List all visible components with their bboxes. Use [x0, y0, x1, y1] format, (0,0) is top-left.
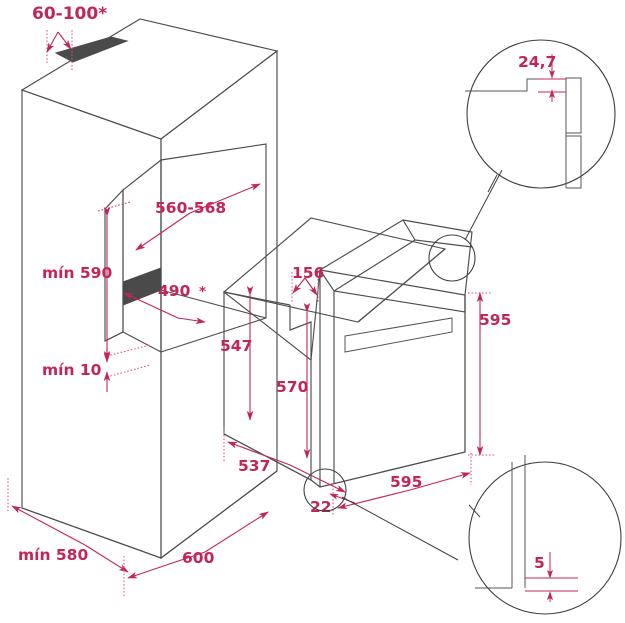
label-490-asterisk: * [199, 284, 206, 300]
dim-595-horizontal-b [337, 489, 411, 510]
niche-back-bottom [122, 331, 162, 353]
ext-min10-a [106, 344, 151, 357]
detail-leader-bottom [341, 496, 459, 561]
label-600: 600 [182, 549, 215, 567]
oven-notch-2 [223, 291, 291, 306]
label-detail-bottom: 5 [534, 554, 545, 572]
dim-opening-depth-2 [189, 183, 261, 214]
oven-body-back-right [357, 248, 446, 323]
detail-circle-bottom [468, 461, 622, 615]
detail-leader-top [464, 169, 503, 241]
label-570: 570 [276, 378, 309, 396]
dim-600-2 [204, 511, 269, 553]
niche-floor-strip [122, 267, 162, 306]
dim-600 [127, 551, 206, 579]
dim-595-horizontal [409, 472, 471, 491]
detail-top-panel-2 [566, 135, 582, 189]
label-156: 156 [292, 264, 324, 282]
cabinet-right-face [160, 49, 278, 560]
dim-537-2 [289, 464, 346, 493]
oven-assembly [222, 217, 473, 488]
ext-min10-b [106, 364, 151, 378]
dim-156-2 [304, 277, 318, 296]
label-opening-depth: 560-568 [155, 199, 226, 217]
cabinet-left-face [21, 89, 162, 559]
cabinet-assembly [20, 18, 279, 560]
label-547: 547 [220, 337, 252, 355]
dim-156 [292, 277, 306, 294]
detail-callouts: 24,7 5 [303, 39, 622, 615]
oven-body-bottom [310, 479, 321, 488]
detail-top-panel [565, 77, 582, 134]
label-595-horizontal: 595 [390, 473, 422, 491]
detail-view-bottom: 5 [468, 455, 622, 615]
niche-floor-face [160, 289, 267, 319]
detail-circle-top [466, 39, 616, 189]
dim-vent-gap [46, 31, 59, 53]
niche-back-top [122, 159, 162, 191]
label-detail-top: 24,7 [518, 53, 556, 71]
oven-top-bezel [319, 219, 473, 296]
dim-490 [123, 292, 179, 319]
oven-body-right [310, 269, 321, 361]
label-490: 490 [158, 282, 191, 300]
label-595-vertical: 595 [479, 311, 511, 329]
detail-marker-bottom [303, 468, 347, 512]
oven-door-panel [319, 269, 466, 488]
cabinet-bottom-edge-right [160, 470, 278, 559]
label-min10: mín 10 [42, 361, 102, 379]
cabinet-bottom-edge-left [21, 507, 162, 559]
dim-490-2 [177, 317, 206, 324]
dim-537 [227, 441, 291, 466]
detail-top-profile [465, 78, 566, 92]
detail-top-connector [487, 174, 498, 193]
ext-min590-top [97, 201, 131, 212]
oven-top-bezel-2 [402, 219, 473, 248]
dimension-group-cabinet: 60-100* 560-568 mín 590 490 * mín 10 mín… [7, 4, 269, 598]
dim-min580-2 [84, 544, 129, 573]
oven-notch-3 [289, 321, 312, 331]
oven-top-bezel-3 [333, 239, 416, 292]
label-min580: mín 580 [18, 546, 88, 564]
dim-vent-gap-2 [57, 31, 72, 50]
dim-min580 [11, 505, 86, 546]
oven-door-handle [344, 317, 453, 353]
dimension-group-oven: 547 156 570 537 595 595 22 [220, 264, 511, 516]
label-537: 537 [238, 457, 270, 475]
vent-gap-strip [54, 36, 129, 63]
detail-view-top: 24,7 [465, 39, 616, 193]
detail-marker-top [428, 234, 476, 282]
dim-opening-depth [135, 212, 191, 251]
label-min590: mín 590 [42, 264, 112, 282]
cabinet-top-face [20, 18, 279, 140]
detail-bottom-connector [468, 504, 481, 518]
label-vent-gap: 60-100* [32, 4, 107, 24]
niche-shelf-line [104, 331, 124, 342]
